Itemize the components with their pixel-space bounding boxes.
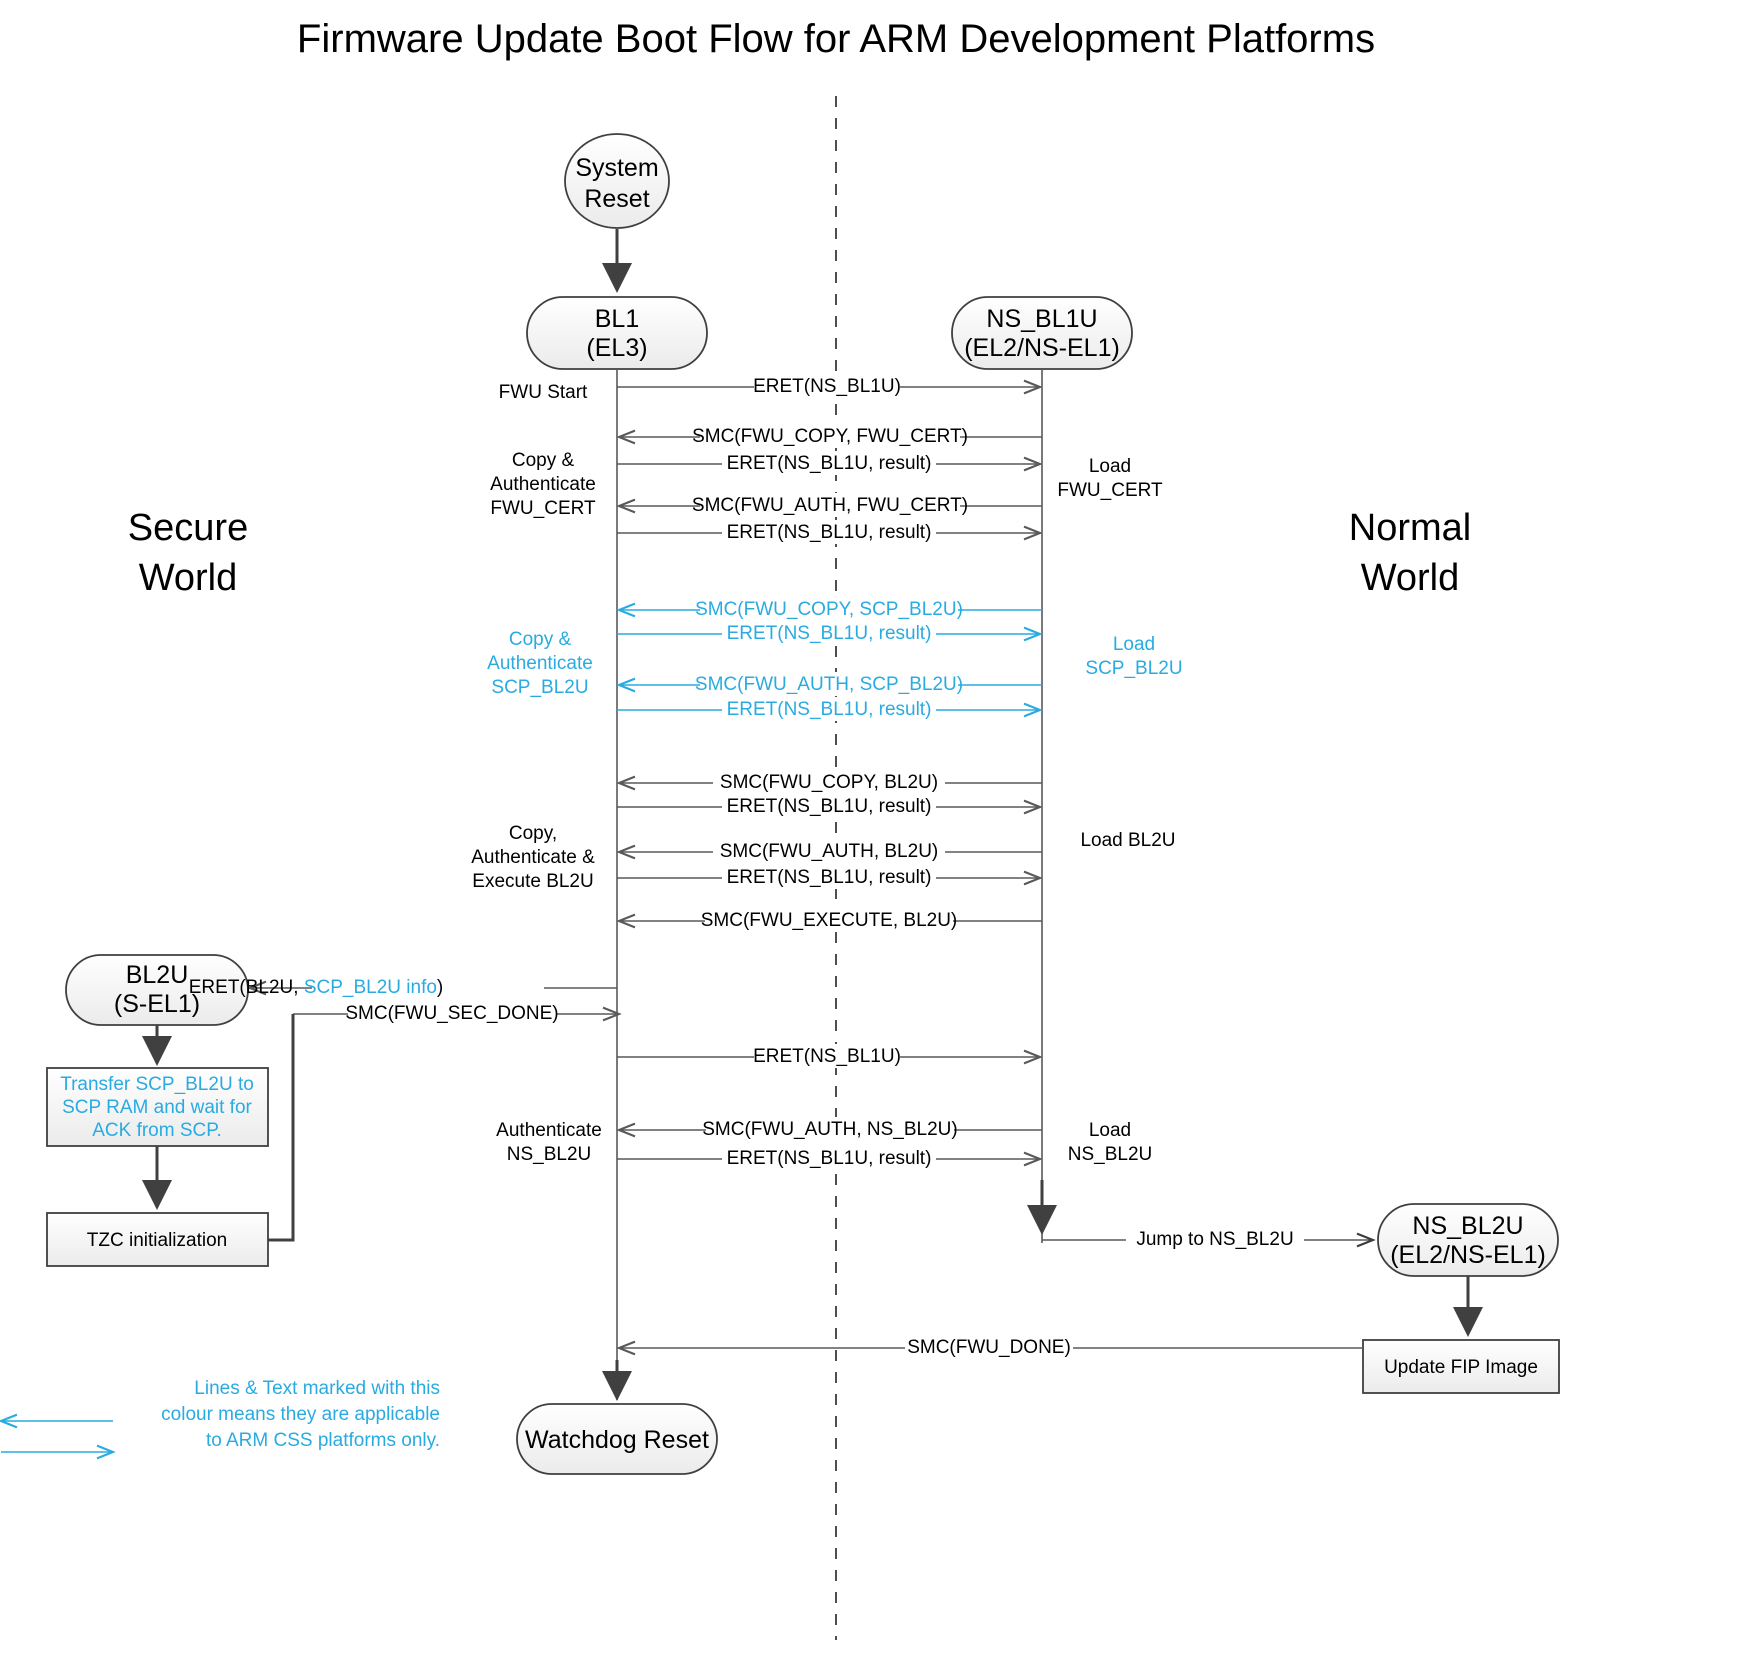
message-label: SMC(FWU_AUTH, BL2U): [720, 841, 939, 862]
message-label: SMC(FWU_COPY, FWU_CERT): [692, 426, 968, 447]
message-label: SMC(FWU_AUTH, FWU_CERT): [692, 495, 968, 516]
legend-line3: to ARM CSS platforms only.: [206, 1430, 440, 1451]
label-bg: [722, 621, 936, 645]
label-bg: [722, 520, 936, 544]
bl1-label-line2: (EL3): [586, 334, 647, 362]
right-annotation-group: Load FWU_CERT Load SCP_BL2U Load BL2U Lo…: [1057, 456, 1182, 1165]
message-label-smc-fwu-done: SMC(FWU_DONE): [907, 1337, 1071, 1358]
watchdog-reset-label: Watchdog Reset: [525, 1426, 709, 1454]
message-label: ERET(NS_BL1U, result): [727, 1148, 932, 1169]
box-update-fip-image[interactable]: [1362, 1339, 1560, 1394]
legend-line1: Lines & Text marked with this: [194, 1378, 440, 1399]
message-label: ERET(NS_BL1U, result): [727, 453, 932, 474]
label-bg: [700, 424, 960, 448]
message-label: SMC(FWU_AUTH, SCP_BL2U): [695, 674, 963, 695]
transfer-box-line2: SCP RAM and wait for: [62, 1097, 252, 1118]
ns-bl1u-label-line2: (EL2/NS-EL1): [964, 334, 1120, 362]
label-bg: [705, 908, 953, 932]
ns-bl2u-label-line2: (EL2/NS-EL1): [1390, 1241, 1546, 1269]
box-transfer-scp-bl2u[interactable]: [46, 1067, 269, 1147]
bl2u-label-line2: (S-EL1): [114, 990, 200, 1018]
ns-bl2u-label-line1: NS_BL2U: [1412, 1212, 1523, 1240]
label-bg: [1126, 1227, 1304, 1251]
message-label: ERET(NS_BL1U, result): [727, 867, 932, 888]
message-label: ERET(NS_BL1U, result): [727, 699, 932, 720]
message-label-eret-bl2u: ERET(BL2U, SCP_BL2U info): [189, 975, 544, 999]
label-bg: [312, 975, 544, 999]
message-label: SMC(FWU_AUTH, NS_BL2U): [702, 1119, 957, 1140]
left-annotation: Copy &: [509, 629, 572, 650]
connector-tzc-to-smc-sec-done: [268, 1014, 295, 1242]
label-bg: [713, 770, 945, 794]
label-bg: [700, 672, 958, 696]
left-annotation: FWU_CERT: [490, 498, 596, 519]
label-bg: [722, 451, 936, 475]
label-bg: [348, 1001, 556, 1025]
update-fip-label: Update FIP Image: [1384, 1357, 1538, 1378]
system-reset-label-line2: Reset: [584, 185, 649, 213]
label-bg: [754, 1044, 900, 1068]
transfer-box-line1: Transfer SCP_BL2U to: [60, 1074, 254, 1095]
message-label-smc-sec-done: SMC(FWU_SEC_DONE): [345, 1003, 558, 1024]
secure-world-label-line1: Secure: [128, 507, 248, 549]
message-label: ERET(NS_BL1U, result): [727, 796, 932, 817]
label-bg: [722, 697, 936, 721]
message-group: ERET(NS_BL1U) SMC(FWU_COPY, FWU_CERT) ER…: [616, 374, 1043, 1170]
box-tzc-initialization[interactable]: [46, 1212, 269, 1267]
right-annotation: Load: [1089, 456, 1131, 477]
left-annotation: FWU Start: [499, 382, 588, 403]
left-annotation: SCP_BL2U: [491, 677, 588, 698]
left-annotation: Authenticate &: [471, 847, 595, 868]
left-annotation: Copy,: [509, 823, 557, 844]
message-label: ERET(NS_BL1U): [753, 376, 901, 397]
node-watchdog-reset[interactable]: [516, 1403, 718, 1475]
right-annotation: SCP_BL2U: [1085, 658, 1182, 679]
right-annotation: FWU_CERT: [1057, 480, 1163, 501]
legend-line2: colour means they are applicable: [161, 1404, 440, 1425]
bl1-label-line1: BL1: [595, 305, 639, 333]
left-annotation: Copy &: [512, 450, 575, 471]
left-annotation: Execute BL2U: [472, 871, 593, 892]
left-annotation: Authenticate: [487, 653, 593, 674]
label-bg: [722, 865, 936, 889]
normal-world-label-line1: Normal: [1349, 507, 1471, 549]
message-label: ERET(NS_BL1U): [753, 1046, 901, 1067]
message-label: ERET(NS_BL1U, result): [727, 623, 932, 644]
right-annotation: NS_BL2U: [1068, 1144, 1153, 1165]
right-annotation: Load: [1113, 634, 1155, 655]
system-reset-label-line1: System: [575, 154, 658, 182]
secure-world-label-line2: World: [139, 557, 238, 599]
message-label: SMC(FWU_COPY, BL2U): [720, 772, 938, 793]
label-bg: [706, 1117, 954, 1141]
label-bg: [700, 493, 960, 517]
message-label: ERET(NS_BL1U, result): [727, 522, 932, 543]
label-bg: [700, 597, 958, 621]
message-label: SMC(FWU_COPY, SCP_BL2U): [695, 599, 963, 620]
left-annotation: NS_BL2U: [507, 1144, 592, 1165]
bl2u-label-line1: BL2U: [126, 961, 189, 989]
label-bg: [722, 1146, 936, 1170]
label-bg: [713, 839, 945, 863]
normal-world-label-line2: World: [1361, 557, 1460, 599]
right-annotation: Load: [1089, 1120, 1131, 1141]
tzc-box-label: TZC initialization: [87, 1230, 227, 1251]
label-bg: [754, 374, 900, 398]
label-bg: [905, 1335, 1073, 1359]
left-annotation-group: FWU Start Copy & Authenticate FWU_CERT C…: [471, 382, 602, 1165]
left-annotation: Authenticate: [496, 1120, 602, 1141]
right-annotation: Load BL2U: [1080, 830, 1175, 851]
eret-bl2u-text: ERET(BL2U, SCP_BL2U info): [189, 977, 444, 998]
node-system-reset[interactable]: [564, 133, 670, 229]
ns-bl1u-label-line1: NS_BL1U: [986, 305, 1097, 333]
left-annotation: Authenticate: [490, 474, 596, 495]
label-bg: [722, 794, 936, 818]
transfer-box-line3: ACK from SCP.: [92, 1120, 222, 1141]
page-title: Firmware Update Boot Flow for ARM Develo…: [297, 17, 1375, 61]
message-label-jump: Jump to NS_BL2U: [1136, 1229, 1293, 1250]
message-label: SMC(FWU_EXECUTE, BL2U): [701, 910, 958, 931]
